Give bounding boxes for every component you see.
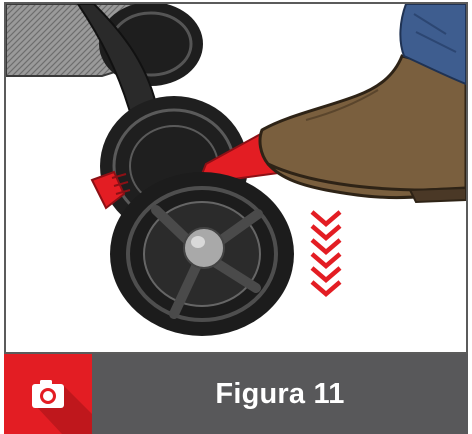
camera-icon <box>4 354 92 434</box>
stroller-wheel-brake-illustration <box>6 4 466 352</box>
figure-caption: Figura 11 <box>92 354 468 434</box>
front-wheel <box>110 172 294 336</box>
chevron-1 <box>312 212 340 224</box>
chevron-5 <box>312 268 340 280</box>
chevron-3 <box>312 240 340 252</box>
boot <box>260 56 466 202</box>
figure-caption-bar: Figura 11 <box>4 354 468 434</box>
chevron-6 <box>312 282 340 294</box>
illustration-frame <box>4 2 468 354</box>
press-down-arrows <box>312 212 340 294</box>
camera-tile <box>4 354 92 434</box>
chevron-2 <box>312 226 340 238</box>
chevron-4 <box>312 254 340 266</box>
